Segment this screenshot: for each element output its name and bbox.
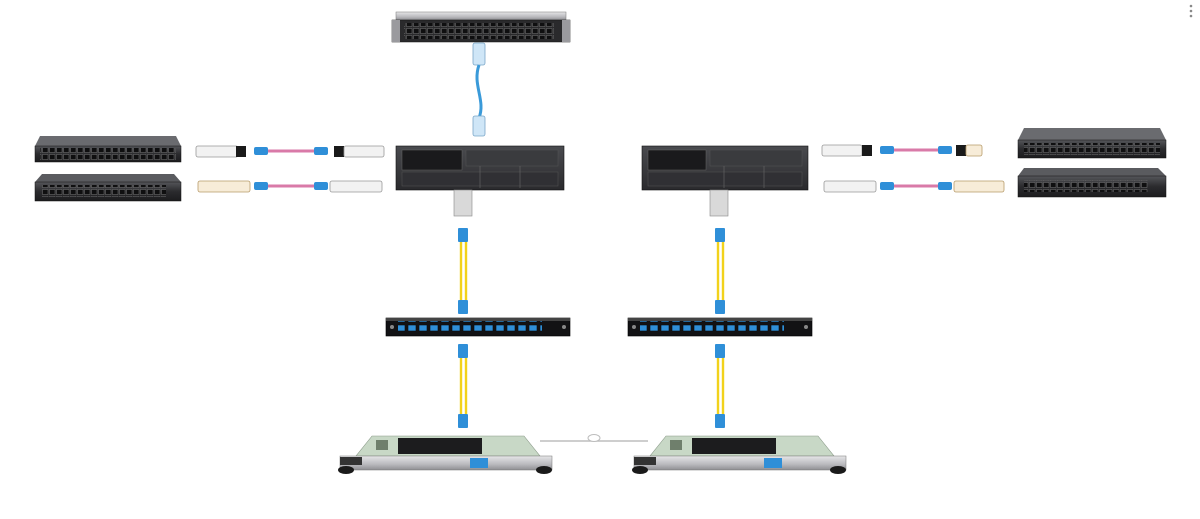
fiber-mux-right-to-card	[715, 344, 725, 428]
fiber-chassis-right-to-mux	[715, 228, 725, 314]
aoc-cable-right-top	[821, 144, 983, 157]
dwdm-mux-right	[627, 317, 813, 337]
rack-server	[391, 11, 571, 43]
line-card-left	[338, 435, 553, 474]
transponder-chassis-left	[395, 145, 565, 217]
fiber-chassis-left-to-mux	[458, 228, 468, 314]
switch-left-top	[34, 136, 182, 163]
fiber-mux-left-to-card	[458, 344, 468, 428]
aoc-cable-left-top	[195, 145, 385, 158]
switch-right-bottom	[1017, 168, 1167, 198]
switch-right-top	[1017, 128, 1167, 159]
line-card-right	[632, 435, 847, 474]
dwdm-mux-left	[385, 317, 571, 337]
switch-left-bottom	[34, 174, 182, 202]
aoc-cable-right-bottom	[823, 180, 1005, 193]
transponder-chassis-right	[641, 145, 809, 217]
line-fiber-between-cards	[540, 434, 648, 442]
aoc-cable-left-bottom	[197, 180, 383, 193]
server-patch-cable	[472, 42, 486, 137]
more-vertical-icon[interactable]	[1184, 2, 1198, 20]
